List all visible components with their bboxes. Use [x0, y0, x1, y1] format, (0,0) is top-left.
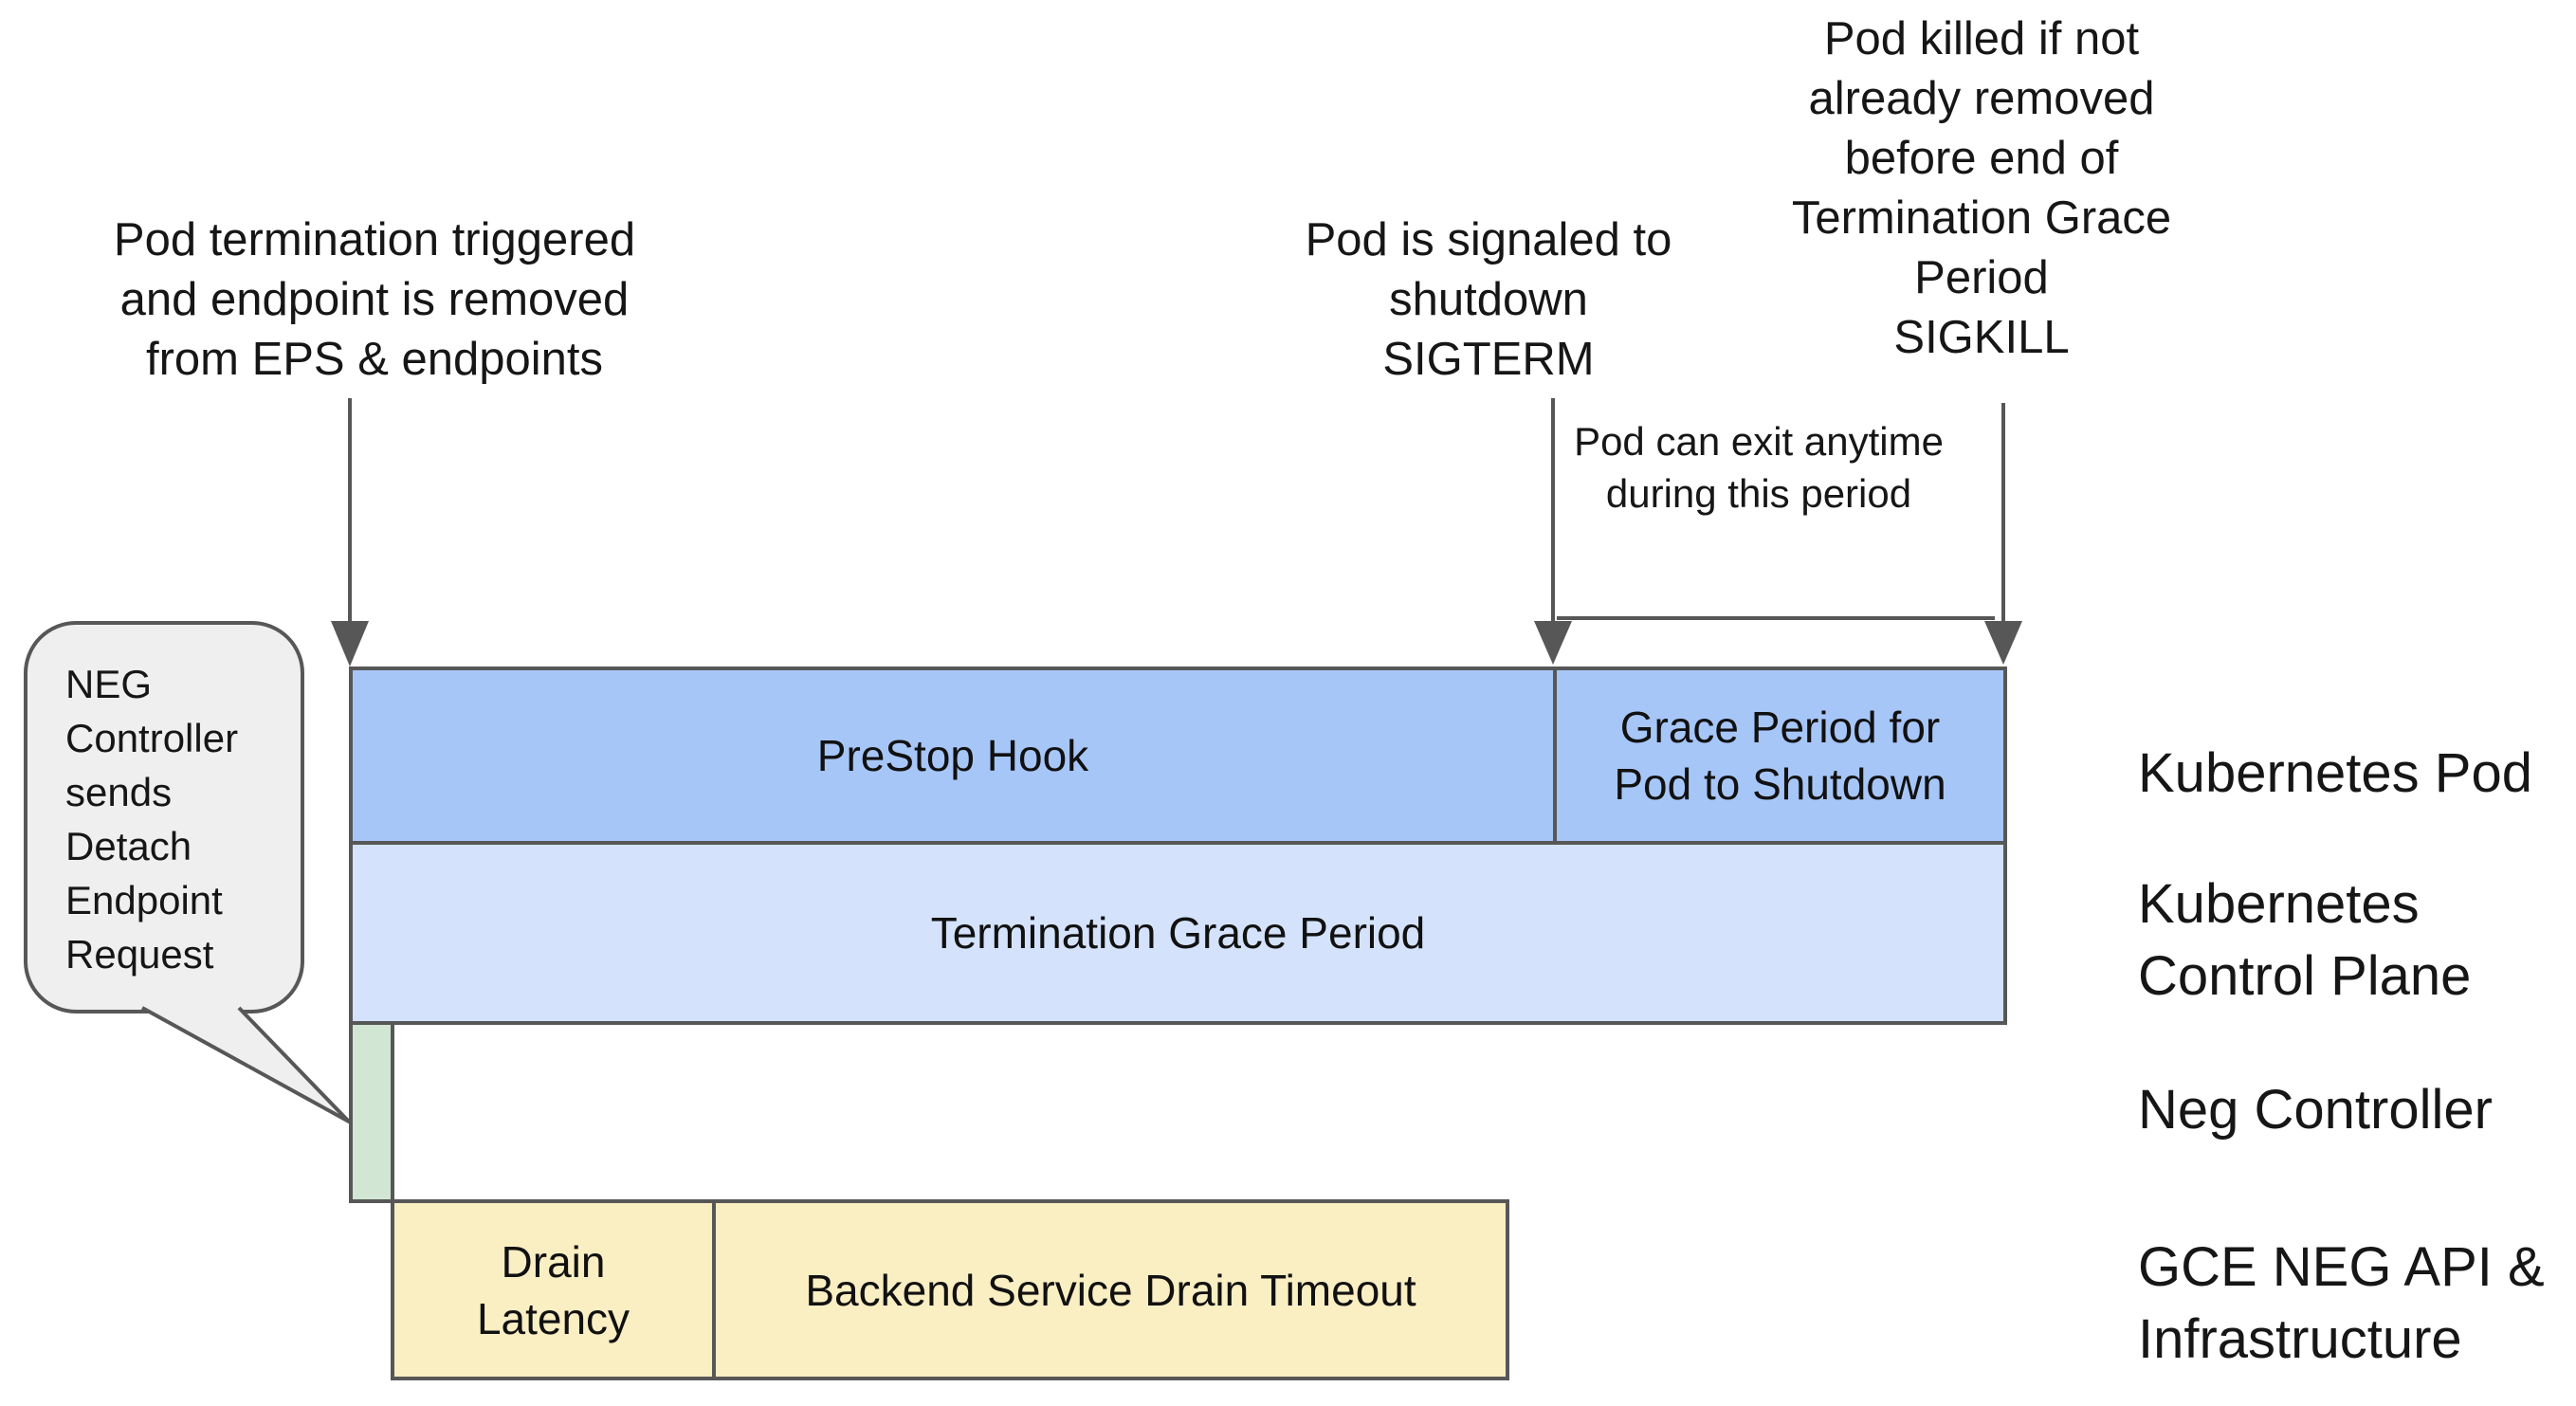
backend-service-drain-timeout-label: Backend Service Drain Timeout — [805, 1265, 1416, 1315]
drain-latency-label: Drain Latency — [476, 1236, 630, 1343]
grace-period-shutdown-bar: Grace Period for Pod to Shutdown — [1553, 666, 2007, 845]
lane-label-kubernetes-control-plane: Kubernetes Control Plane — [2138, 873, 2472, 1007]
sigterm-arrowhead-icon — [1534, 621, 1572, 665]
neg-detach-bar — [349, 1021, 394, 1203]
drain-latency-bar: Drain Latency — [391, 1199, 716, 1380]
backend-service-drain-timeout-bar: Backend Service Drain Timeout — [712, 1199, 1509, 1380]
annotation-pod-can-exit-anytime: Pod can exit anytime during this period — [1574, 419, 1944, 516]
callout-tail — [141, 1006, 351, 1123]
termination-trigger-arrowhead-icon — [331, 621, 369, 666]
neg-controller-callout-bubble: NEG Controller sends Detach Endpoint Req… — [24, 621, 304, 1013]
termination-grace-period-label: Termination Grace Period — [930, 908, 1426, 958]
annotation-pod-termination-triggered: Pod termination triggered and endpoint i… — [113, 214, 636, 385]
termination-grace-period-bar: Termination Grace Period — [349, 841, 2007, 1025]
annotation-sigterm: Pod is signaled to shutdown SIGTERM — [1305, 214, 1672, 385]
prestop-hook-bar: PreStop Hook — [349, 666, 1557, 845]
grace-period-shutdown-label: Grace Period for Pod to Shutdown — [1614, 703, 1946, 809]
lane-label-gce-neg-api: GCE NEG API & Infrastructure — [2138, 1236, 2545, 1370]
prestop-hook-label: PreStop Hook — [816, 731, 1089, 780]
lane-label-neg-controller: Neg Controller — [2138, 1079, 2493, 1141]
sigkill-arrowhead-icon — [1984, 621, 2022, 665]
annotation-sigkill: Pod killed if not already removed before… — [1791, 13, 2172, 363]
lane-label-kubernetes-pod: Kubernetes Pod — [2138, 742, 2532, 804]
